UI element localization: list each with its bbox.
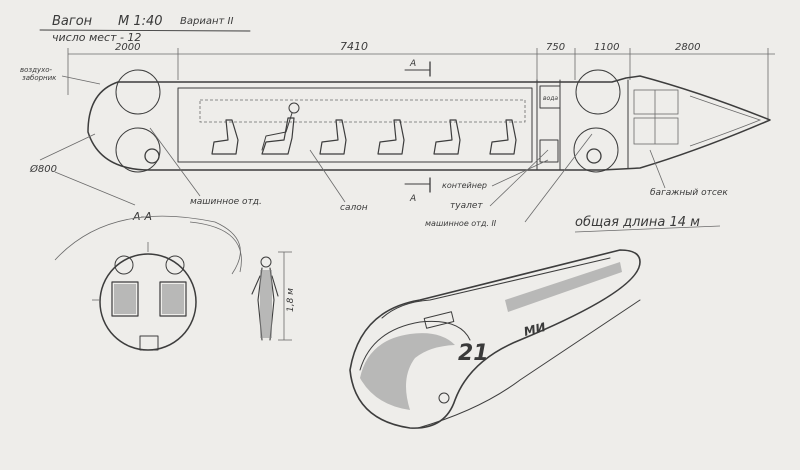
perspective-sketch: 21 МИ <box>349 249 641 429</box>
rear-motor <box>144 148 160 164</box>
seats-text: число мест - 12 <box>52 31 141 44</box>
front-circle-bottom <box>573 127 619 173</box>
passenger-head <box>288 102 300 114</box>
dim-7410: 7410 <box>340 40 368 53</box>
dim-2000: 2000 <box>115 42 140 53</box>
section-motor-left <box>114 255 134 275</box>
seat-row <box>211 102 517 155</box>
front-motor <box>586 148 602 164</box>
section-base <box>139 335 159 351</box>
machine-room-2-label: машинное отд. II <box>425 219 497 228</box>
container-label: контейнер <box>442 181 487 190</box>
car-body-outline <box>87 75 771 171</box>
headlight <box>438 392 450 404</box>
section-mark-top: А <box>409 59 416 69</box>
dim-2800: 2800 <box>675 42 700 53</box>
air-intake-top <box>115 69 161 115</box>
section-title: А-А <box>132 210 152 223</box>
side-view: вода А <box>39 59 771 206</box>
vehicle-number: 21 <box>458 341 489 366</box>
air-intake-bottom <box>115 127 161 173</box>
window-strip <box>199 99 526 123</box>
baggage-label: багажный отсек <box>650 188 728 198</box>
top-hatch <box>423 311 455 329</box>
human-figure <box>251 267 279 341</box>
salon-label: салон <box>340 203 368 213</box>
air-intake-label: воздухо-заборник <box>20 66 57 82</box>
water-label: вода <box>543 95 558 102</box>
height-label: 1,8 м <box>286 288 296 312</box>
title-text: Вагон <box>52 14 93 29</box>
salon-box <box>177 87 533 163</box>
baggage-shelf-bottom <box>633 117 679 145</box>
human-head <box>260 256 272 268</box>
nose-cap <box>359 320 471 371</box>
machine-room-label: машинное отд. <box>190 197 262 207</box>
front-circle-top <box>575 69 621 115</box>
section-motor-right <box>165 255 185 275</box>
side-window-strip <box>505 262 622 312</box>
total-length-label: общая длина 14 м <box>575 215 700 230</box>
diameter-label: Ø800 <box>29 163 57 175</box>
cross-section: А-А 1,8 м <box>54 210 296 351</box>
top-dimension-line <box>67 48 775 120</box>
water-tank <box>539 85 561 109</box>
vehicle-logo: МИ <box>522 320 547 339</box>
container-box <box>539 139 559 163</box>
baggage-shelf-top <box>633 89 679 115</box>
scale-text: М 1:40 <box>118 14 163 29</box>
section-seat-left <box>111 281 139 317</box>
title-underline <box>39 29 251 32</box>
nose-inner-line <box>689 95 762 147</box>
section-mark-bottom: А <box>409 194 416 204</box>
vehicle-body <box>349 249 641 429</box>
toilet-label: туалет <box>450 201 483 211</box>
dim-750: 750 <box>546 42 565 53</box>
dim-1100: 1100 <box>594 42 619 53</box>
section-seat-right <box>159 281 187 317</box>
variant-text: Вариант II <box>180 16 233 27</box>
